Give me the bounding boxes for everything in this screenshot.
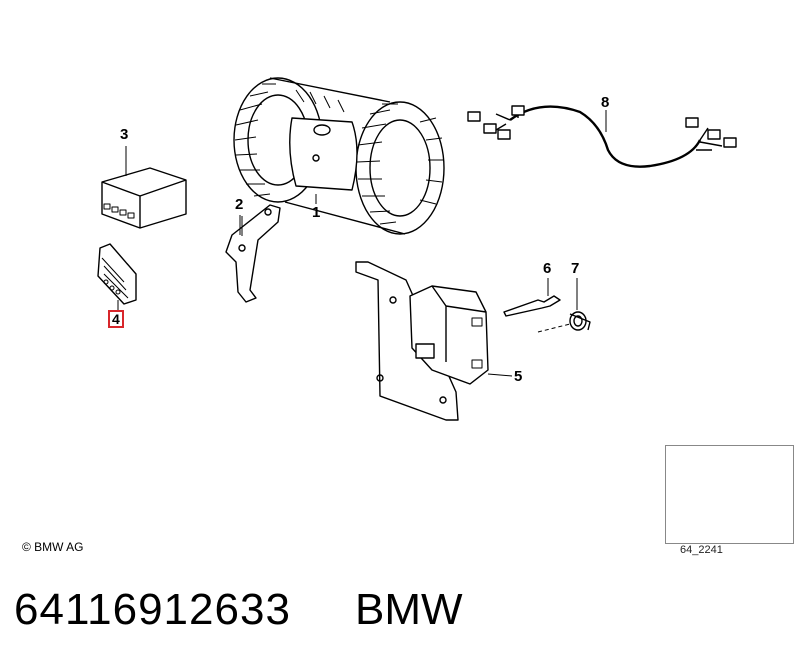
callout-2: 2 xyxy=(235,196,244,213)
wiring-harness xyxy=(467,105,737,168)
callout-8: 8 xyxy=(601,94,610,111)
connector-pin xyxy=(503,295,561,317)
callout-5: 5 xyxy=(514,368,523,385)
control-module xyxy=(101,167,187,229)
leader-lines xyxy=(117,110,607,377)
callout-6: 6 xyxy=(543,260,552,277)
grommet-clip xyxy=(537,311,591,333)
callout-4: 4 xyxy=(108,310,124,328)
inset-frame xyxy=(665,445,794,544)
part-number: 64116912633 xyxy=(14,585,291,634)
callout-7: 7 xyxy=(571,260,580,277)
callout-1: 1 xyxy=(312,204,321,221)
blower-fan-assembly xyxy=(233,77,445,235)
diagram-code: 64_2241 xyxy=(680,544,723,556)
actuator-mounting-plate xyxy=(355,261,489,421)
copyright-notice: © BMW AG xyxy=(22,540,84,554)
brand-name: BMW xyxy=(355,585,463,634)
blower-resistor xyxy=(97,243,137,305)
bracket xyxy=(225,204,281,303)
callout-3: 3 xyxy=(120,126,129,143)
